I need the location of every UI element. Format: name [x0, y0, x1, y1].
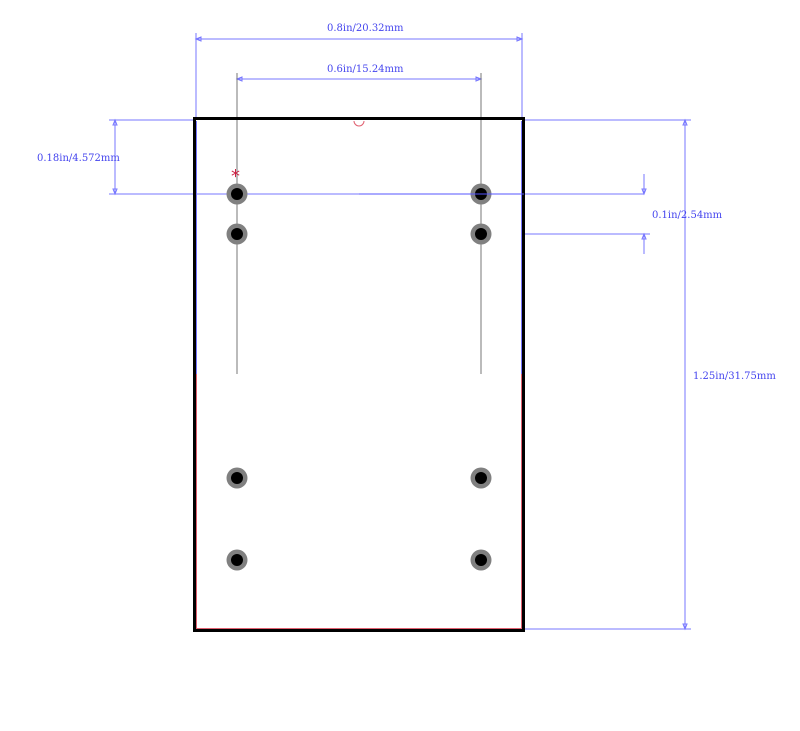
notch-icon: [353, 120, 365, 127]
pads: [226, 183, 524, 571]
pin1-offset-label: 0.18in/4.572mm: [37, 153, 120, 164]
overall-length-label: 1.25in/31.75mm: [693, 371, 776, 382]
row-spacing-label: 0.6in/15.24mm: [327, 64, 404, 75]
pad: [470, 467, 492, 489]
pad: [470, 549, 492, 571]
pin1-marker: *: [231, 166, 240, 187]
pad: [226, 223, 248, 245]
pad: [226, 183, 248, 205]
pin-pitch-label: 0.1in/2.54mm: [652, 210, 723, 221]
pad: [226, 549, 248, 571]
pad: [226, 467, 248, 489]
dimension-lines: [109, 33, 691, 631]
pad: [470, 223, 492, 245]
overall-width-label: 0.8in/20.32mm: [327, 23, 404, 34]
package-outline: [193, 117, 525, 632]
